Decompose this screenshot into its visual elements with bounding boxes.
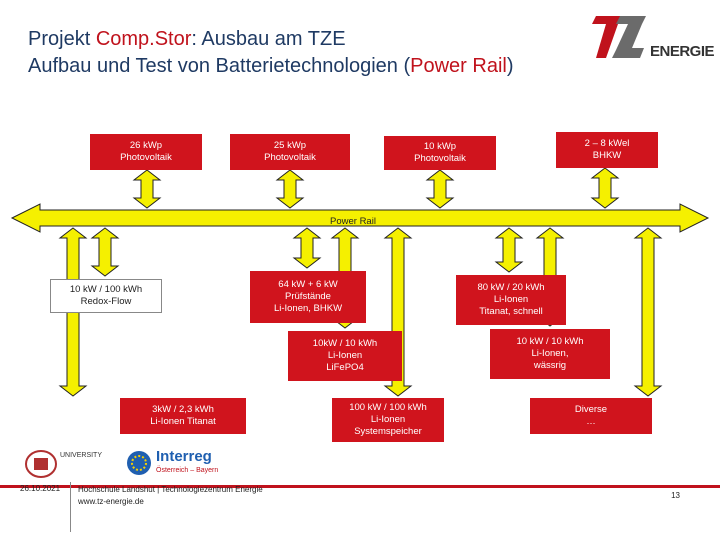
logo-t-shape	[592, 16, 632, 58]
box-bhkw: 2 – 8 kWel BHKW	[556, 132, 658, 168]
footer-divider	[0, 485, 720, 488]
power-rail-arrow	[10, 203, 710, 233]
box-redox-flow: 10 kW / 100 kWh Redox-Flow	[50, 279, 162, 313]
interreg-subtitle: Österreich – Bayern	[156, 467, 219, 474]
box-lifepo4: 10kW / 10 kWh Li-Ionen LiFePO4	[288, 331, 402, 381]
footer-separator	[70, 482, 71, 532]
footer-institution: Hochschule Landshut | Technologiezentrum…	[78, 485, 263, 506]
connector-redox	[90, 227, 120, 277]
page-number: 13	[671, 491, 680, 500]
box-titanat: 3kW / 2,3 kWh Li-Ionen Titanat	[120, 398, 246, 434]
slide-title: Projekt Comp.Stor: Ausbau am TZE Aufbau …	[28, 26, 514, 80]
box-systemspeicher: 100 kW / 100 kWh Li-Ionen Systemspeicher	[332, 398, 444, 442]
box-pv-25kwp: 25 kWp Photovoltaik	[230, 134, 350, 170]
title-line-2: Aufbau und Test von Batterietechnologien…	[28, 55, 514, 77]
interreg-word: Interreg	[156, 448, 212, 465]
university-logo: UNIVERSITY	[24, 446, 114, 480]
footer-date: 26.10.2021	[20, 484, 61, 493]
title-line-1: Projekt Comp.Stor: Ausbau am TZE	[28, 28, 346, 50]
box-pruefstaende: 64 kW + 6 kW Prüfstände Li-Ionen, BHKW	[250, 271, 366, 323]
connector-pv3	[425, 169, 455, 209]
box-diverse: Diverse …	[530, 398, 652, 434]
connector-pv2	[275, 169, 305, 209]
connector-pruef	[292, 227, 322, 269]
box-titanat-schnell: 80 kW / 20 kWh Li-Ionen Titanat, schnell	[456, 275, 566, 325]
connector-pv1	[132, 169, 162, 209]
logo-word: ENERGIE	[650, 43, 715, 60]
interreg-logo: Interreg Österreich – Bayern	[126, 448, 260, 480]
connector-diverse	[633, 227, 663, 397]
connector-titanat-fast	[494, 227, 524, 273]
connector-bhkw	[590, 167, 620, 209]
power-rail-diagram: .arr{fill:#f5f000;stroke:#222;stroke-wid…	[10, 167, 710, 397]
box-pv-10kwp: 10 kWp Photovoltaik	[384, 136, 496, 170]
power-rail-label: Power Rail	[330, 216, 376, 227]
university-word: UNIVERSITY	[60, 452, 103, 459]
box-pv-26kwp: 26 kWp Photovoltaik	[90, 134, 202, 170]
tze-logo: ENERGIE	[592, 14, 715, 64]
connector-system	[383, 227, 413, 397]
logo-z-shape	[612, 16, 646, 58]
box-waessrig: 10 kW / 10 kWh Li-Ionen, wässrig	[490, 329, 610, 379]
